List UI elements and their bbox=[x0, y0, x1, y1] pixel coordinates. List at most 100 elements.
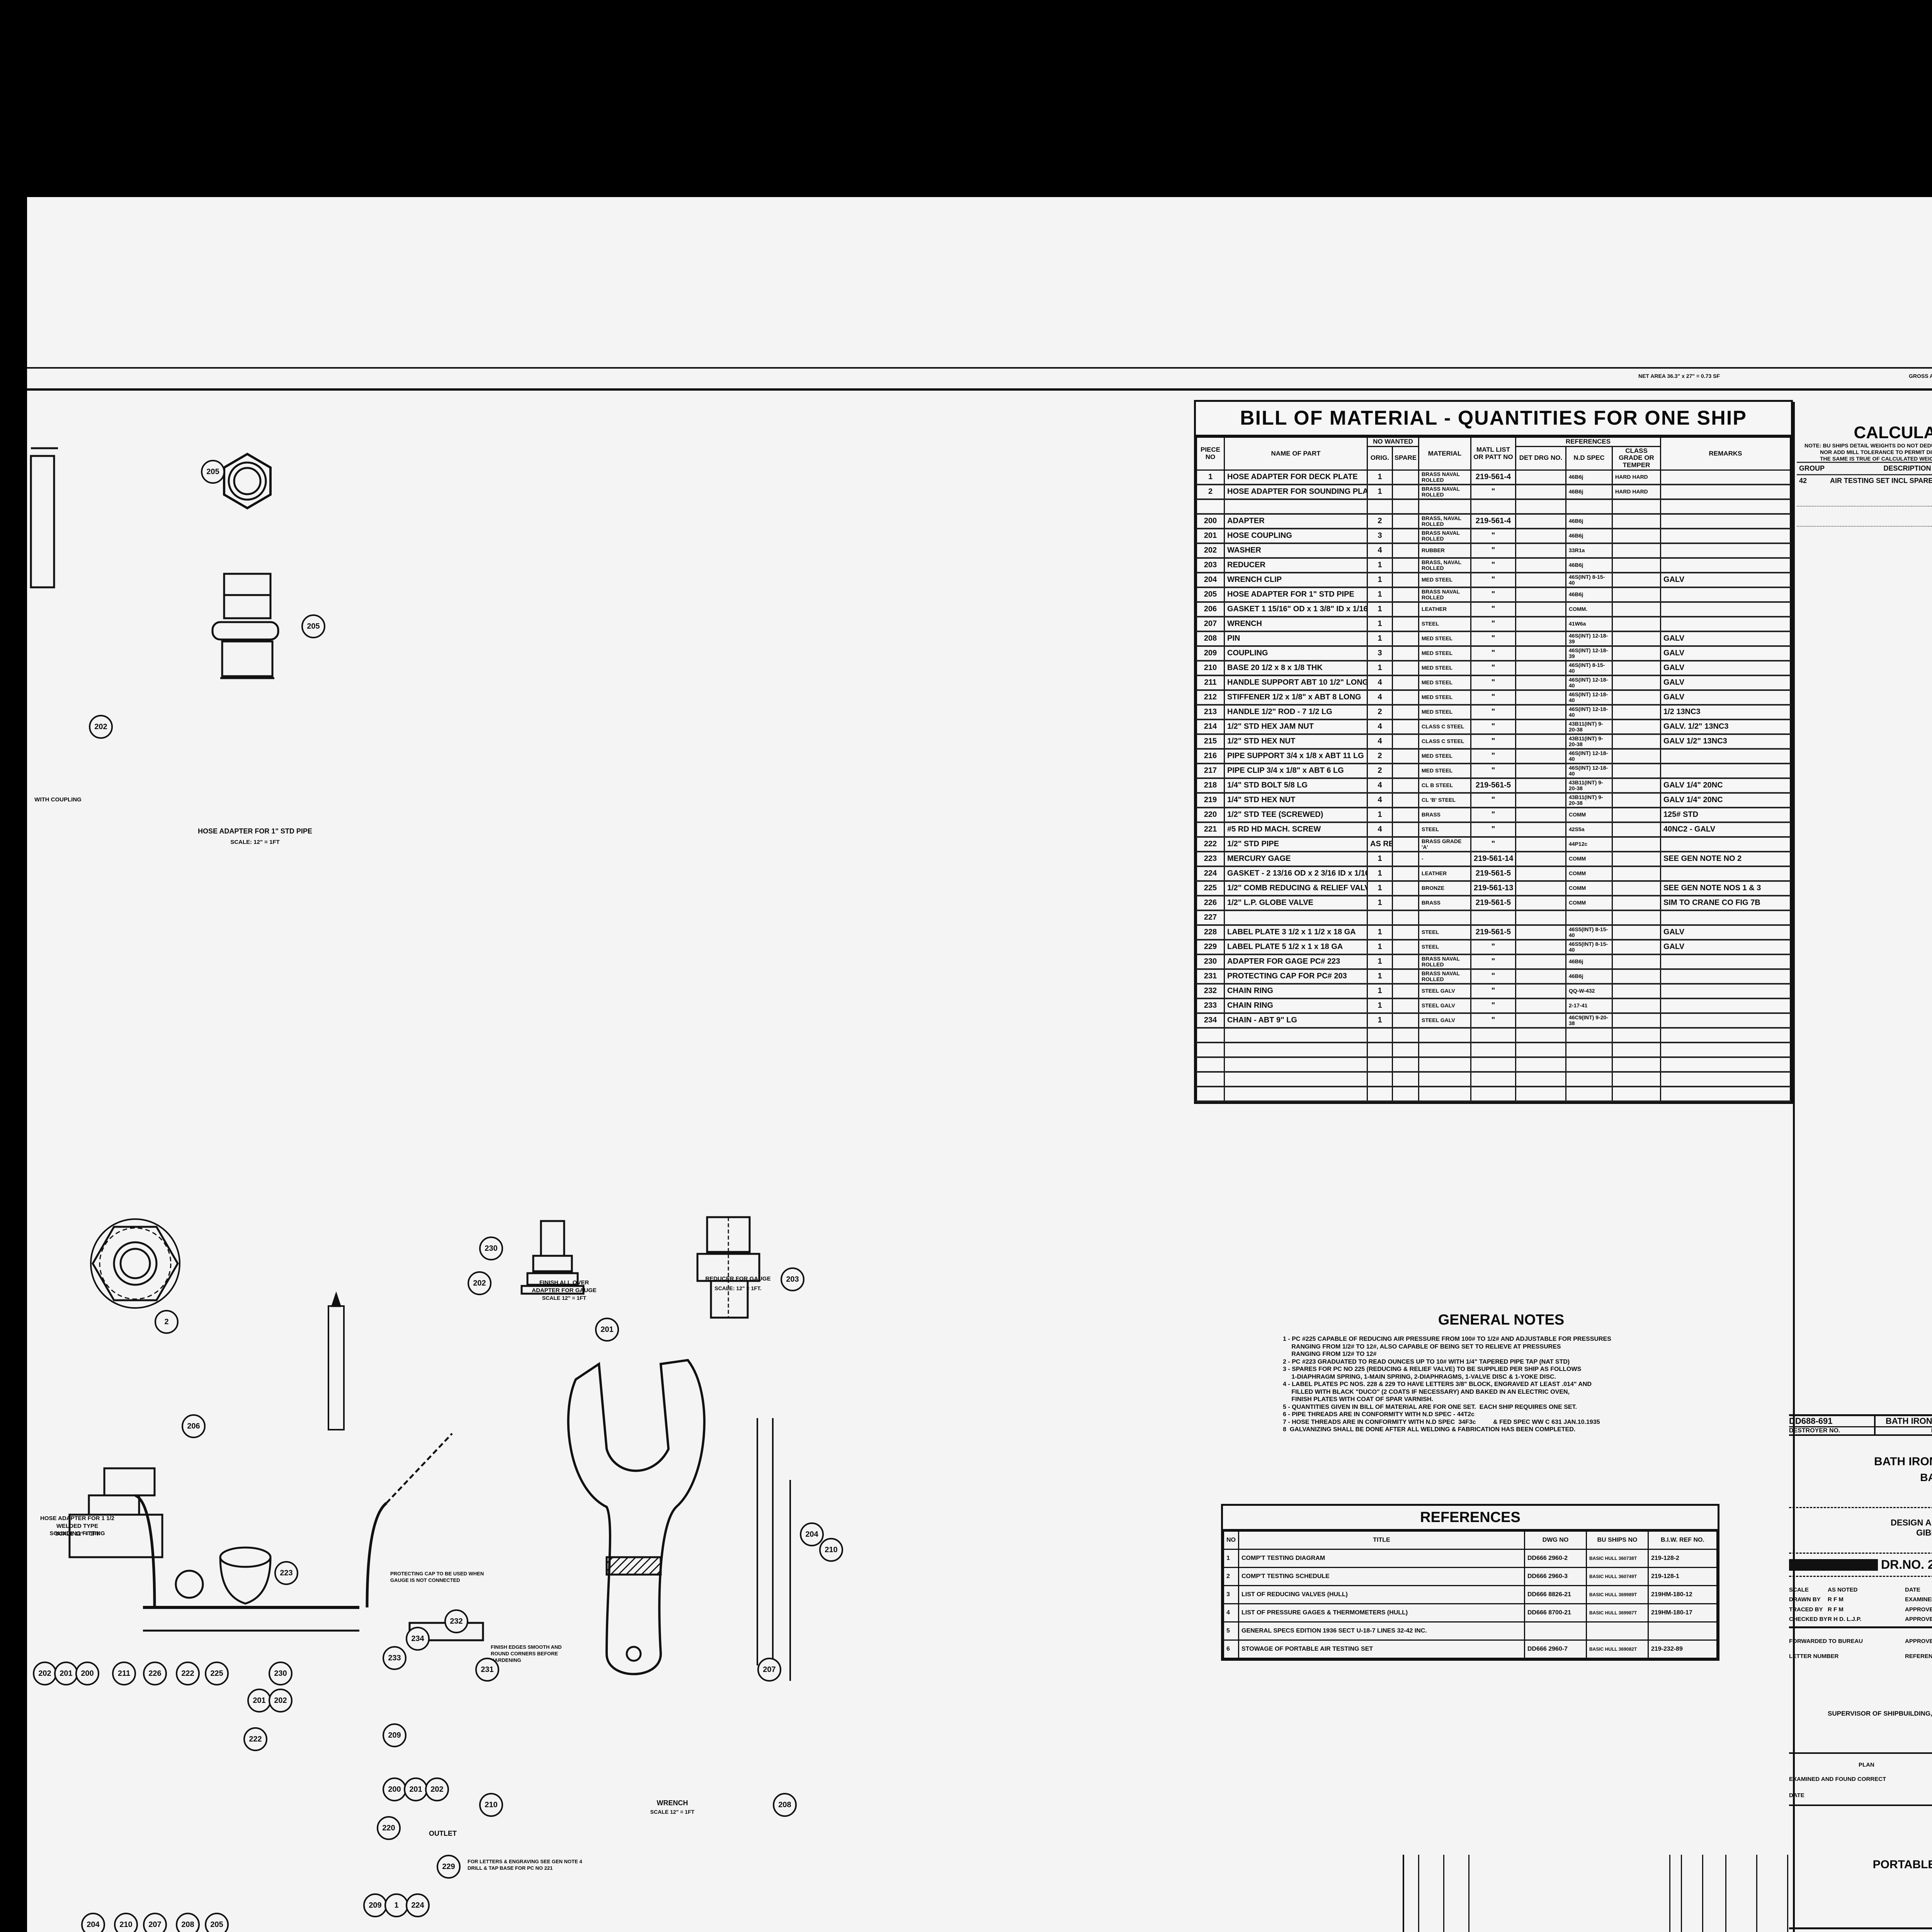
date-label: DATE bbox=[1905, 1587, 1920, 1593]
callout-balloon: 233 bbox=[383, 1646, 406, 1670]
drawing-number: DR.NO. 219HM-561-A-17 bbox=[1881, 1558, 1932, 1571]
bom-cell bbox=[1565, 1027, 1613, 1043]
bill-of-material: BILL OF MATERIAL - QUANTITIES FOR ONE SH… bbox=[1194, 400, 1793, 1104]
bom-cell: 46S(INT) 12-18-40 bbox=[1565, 690, 1613, 706]
bom-cell bbox=[1391, 602, 1420, 617]
col-nd-spec: N.D SPEC bbox=[1565, 446, 1613, 471]
bom-cell bbox=[1612, 558, 1662, 573]
bom-cell bbox=[1224, 1027, 1368, 1043]
bom-cell: LEATHER bbox=[1418, 602, 1472, 617]
callout-balloon: 200 bbox=[383, 1777, 406, 1801]
bom-cell: STEEL GALV bbox=[1418, 983, 1472, 999]
callout-balloon: 229 bbox=[437, 1855, 461, 1879]
bom-cell bbox=[1418, 1071, 1472, 1087]
references-table: REFERENCES NO TITLE DWG NO BU SHIPS NO B… bbox=[1221, 1504, 1719, 1661]
col-class-grade: CLASS GRADE OR TEMPER bbox=[1612, 446, 1662, 471]
bom-cell: 219-561-5 bbox=[1470, 925, 1517, 940]
bom-cell bbox=[1660, 1071, 1791, 1087]
bom-cell bbox=[1391, 837, 1420, 852]
bom-cell: " bbox=[1470, 660, 1517, 676]
bom-cell: 2 bbox=[1367, 514, 1393, 529]
reference-cell: 1 bbox=[1223, 1549, 1239, 1568]
bom-cell: 227 bbox=[1196, 910, 1225, 926]
bom-cell: 1/4" STD HEX NUT bbox=[1224, 793, 1368, 808]
bom-cell: " bbox=[1470, 734, 1517, 750]
general-note-item: 7 - HOSE THREADS ARE IN CONFORMITY WITH … bbox=[1283, 1418, 1600, 1425]
reference-cell: 219-232-89 bbox=[1648, 1639, 1718, 1659]
bom-cell: GALV bbox=[1660, 925, 1791, 940]
bom-cell bbox=[1418, 1042, 1472, 1058]
bom-cell bbox=[1612, 807, 1662, 823]
callout-balloon: 230 bbox=[479, 1236, 503, 1260]
calc-header-row: GROUP DESCRIPTION CALC BU SHIPS CALC BU bbox=[1797, 462, 1932, 474]
reference-cell: GENERAL SPECS EDITION 1936 SECT U-18-7 L… bbox=[1238, 1621, 1525, 1641]
bom-cell: SEE GEN NOTE NOS 1 & 3 bbox=[1660, 881, 1791, 896]
bom-cell bbox=[1660, 587, 1791, 603]
bom-cell: 1 bbox=[1367, 807, 1393, 823]
bom-cell bbox=[1515, 660, 1567, 676]
calc-note: NOTE: BU SHIPS DETAIL WEIGHTS DO NOT DED… bbox=[1804, 442, 1932, 449]
bom-cell bbox=[1565, 1042, 1613, 1058]
title-column-divider bbox=[1793, 402, 1795, 1932]
company-location: BATH, MAINE bbox=[1920, 1471, 1932, 1483]
bom-cell: 1 bbox=[1367, 983, 1393, 999]
bom-cell bbox=[1391, 675, 1420, 691]
callout-balloon: 231 bbox=[475, 1658, 499, 1682]
bom-cell bbox=[1391, 866, 1420, 882]
bom-cell bbox=[1391, 778, 1420, 794]
bom-cell bbox=[1196, 1027, 1225, 1043]
bom-cell: 4 bbox=[1367, 822, 1393, 838]
bom-cell bbox=[1515, 572, 1567, 588]
bom-cell: 232 bbox=[1196, 983, 1225, 999]
forwarded-label: FORWARDED TO BUREAU bbox=[1789, 1638, 1863, 1645]
bom-cell bbox=[1660, 499, 1791, 515]
examined-correct: EXAMINED AND FOUND CORRECT bbox=[1789, 1776, 1886, 1782]
bom-cell bbox=[1660, 1057, 1791, 1073]
bom-cell: " bbox=[1470, 969, 1517, 985]
bom-cell: " bbox=[1470, 572, 1517, 588]
bom-cell bbox=[1660, 1027, 1791, 1043]
bom-cell: " bbox=[1470, 602, 1517, 617]
calc-cell: 42 bbox=[1799, 477, 1807, 485]
bom-cell bbox=[1418, 1027, 1472, 1043]
bom-cell: CLASS C STEEL bbox=[1418, 734, 1472, 750]
bom-cell bbox=[1612, 998, 1662, 1014]
bom-cell bbox=[1612, 983, 1662, 999]
bom-cell bbox=[1515, 822, 1567, 838]
wrench-note: FINISH EDGES SMOOTH AND ROUND CORNERS BE… bbox=[491, 1644, 562, 1663]
bom-cell: 46B6j bbox=[1565, 969, 1613, 985]
bom-cell: 1 bbox=[1367, 969, 1393, 985]
bom-cell: BASE 20 1/2 x 8 x 1/8 THK bbox=[1224, 660, 1368, 676]
col-material: MATERIAL bbox=[1418, 437, 1472, 471]
calc-note: THE SAME IS TRUE OF CALCULATED WEIGHTS bbox=[1820, 455, 1932, 462]
bom-cell: 217 bbox=[1196, 763, 1225, 779]
bom-cell: 125# STD bbox=[1660, 807, 1791, 823]
references-title: REFERENCES bbox=[1223, 1506, 1718, 1531]
callout-balloon: 206 bbox=[182, 1414, 206, 1438]
drawing-sheet: 4 3 2 1 DD688-691 DD688-691 DD688-691 NE… bbox=[27, 197, 1932, 1932]
bom-cell bbox=[1515, 807, 1567, 823]
bom-cell: 46S(INT) 12-18-39 bbox=[1565, 646, 1613, 662]
bom-cell: 33R1a bbox=[1565, 543, 1613, 559]
bom-cell bbox=[1515, 470, 1567, 485]
callout-balloon: 200 bbox=[75, 1662, 99, 1685]
border-top bbox=[27, 388, 1932, 391]
bom-cell: 4 bbox=[1367, 778, 1393, 794]
design-line: GIBBS & COX, INC. bbox=[1916, 1528, 1932, 1537]
bom-cell bbox=[1515, 998, 1567, 1014]
bom-cell: 46S(INT) 12-18-40 bbox=[1565, 704, 1613, 720]
bom-cell: " bbox=[1470, 954, 1517, 970]
bom-cell bbox=[1391, 514, 1420, 529]
ref-col: DWG NO bbox=[1524, 1531, 1587, 1550]
bom-cell: " bbox=[1470, 616, 1517, 632]
bom-cell: GALV bbox=[1660, 939, 1791, 955]
traced-by-label: TRACED BY bbox=[1789, 1606, 1823, 1613]
